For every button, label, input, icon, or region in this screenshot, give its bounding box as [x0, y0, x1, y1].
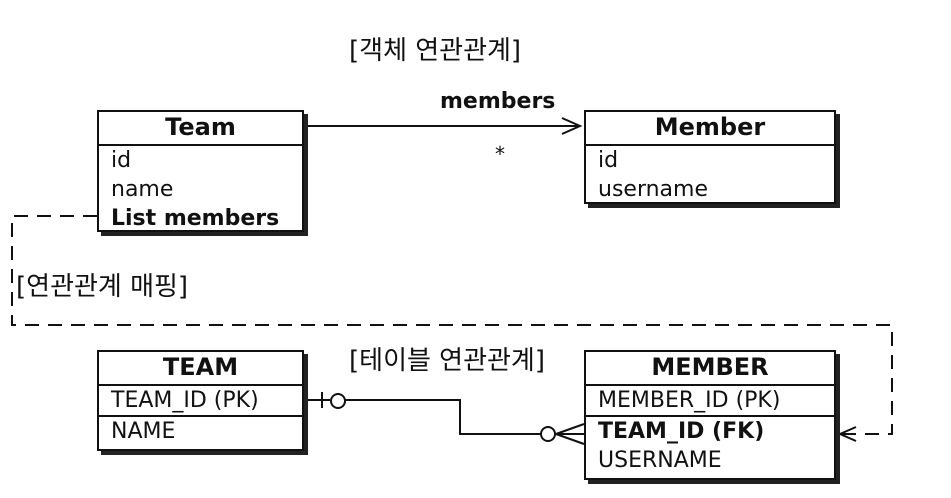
team-table-name: TEAM — [99, 352, 302, 386]
object-relation-caption: [객체 연관관계] — [349, 36, 522, 66]
member-table-box: MEMBER MEMBER_ID (PK) TEAM_ID (FK) USERN… — [584, 350, 836, 480]
mapping-dashed-path — [11, 215, 893, 435]
member-class-box: Member id username — [584, 110, 836, 204]
table-relationship-line — [304, 392, 585, 445]
member-table-pk: MEMBER_ID (PK) — [598, 388, 781, 413]
team-class-name: Team — [99, 112, 302, 146]
team-field-name: name — [111, 177, 174, 202]
table-relation-caption: [테이블 연관관계] — [349, 346, 545, 376]
member-class-name: Member — [586, 112, 834, 146]
association-label: members — [440, 89, 556, 114]
team-table-box: TEAM TEAM_ID (PK) NAME — [97, 350, 304, 451]
member-table-name: MEMBER — [586, 352, 834, 386]
mapping-dashed-arrowhead — [837, 426, 857, 442]
team-table-column-name: NAME — [99, 415, 302, 446]
member-field-id: id — [598, 148, 619, 173]
team-class-box: Team id name List members — [97, 110, 304, 232]
member-field-username: username — [598, 177, 708, 202]
member-table-column-username: USERNAME — [598, 448, 722, 473]
team-table-pk: TEAM_ID (PK) — [111, 388, 259, 413]
association-multiplicity: * — [495, 142, 505, 166]
members-association-arrowhead — [561, 117, 583, 135]
mapping-caption: [연관관계 매핑] — [16, 272, 189, 302]
team-field-id: id — [111, 148, 132, 173]
team-field-members: List members — [111, 206, 280, 231]
member-table-column-team-id: TEAM_ID (FK) — [586, 415, 834, 446]
